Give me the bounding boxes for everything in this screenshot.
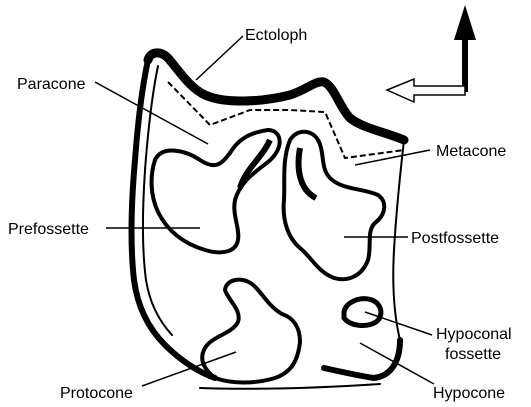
label-hypoconal-line1: Hypoconal bbox=[436, 326, 512, 343]
label-protocone: Protocone bbox=[60, 385, 133, 402]
label-prefossette: Prefossette bbox=[8, 221, 89, 238]
hypoconal-fossette-shape bbox=[344, 299, 381, 326]
label-metacone: Metacone bbox=[436, 143, 506, 160]
label-postfossette: Postfossette bbox=[411, 230, 499, 247]
label-hypocone: Hypocone bbox=[433, 385, 505, 402]
label-ectoloph: Ectoloph bbox=[245, 27, 307, 44]
tooth-outline bbox=[131, 53, 404, 389]
label-hypoconal-line2: fossette bbox=[445, 346, 501, 363]
arrow-left-outline-icon bbox=[387, 79, 465, 102]
label-paracone: Paracone bbox=[17, 76, 86, 93]
prefossette-shape bbox=[152, 130, 280, 252]
arrow-up-icon bbox=[454, 5, 476, 92]
